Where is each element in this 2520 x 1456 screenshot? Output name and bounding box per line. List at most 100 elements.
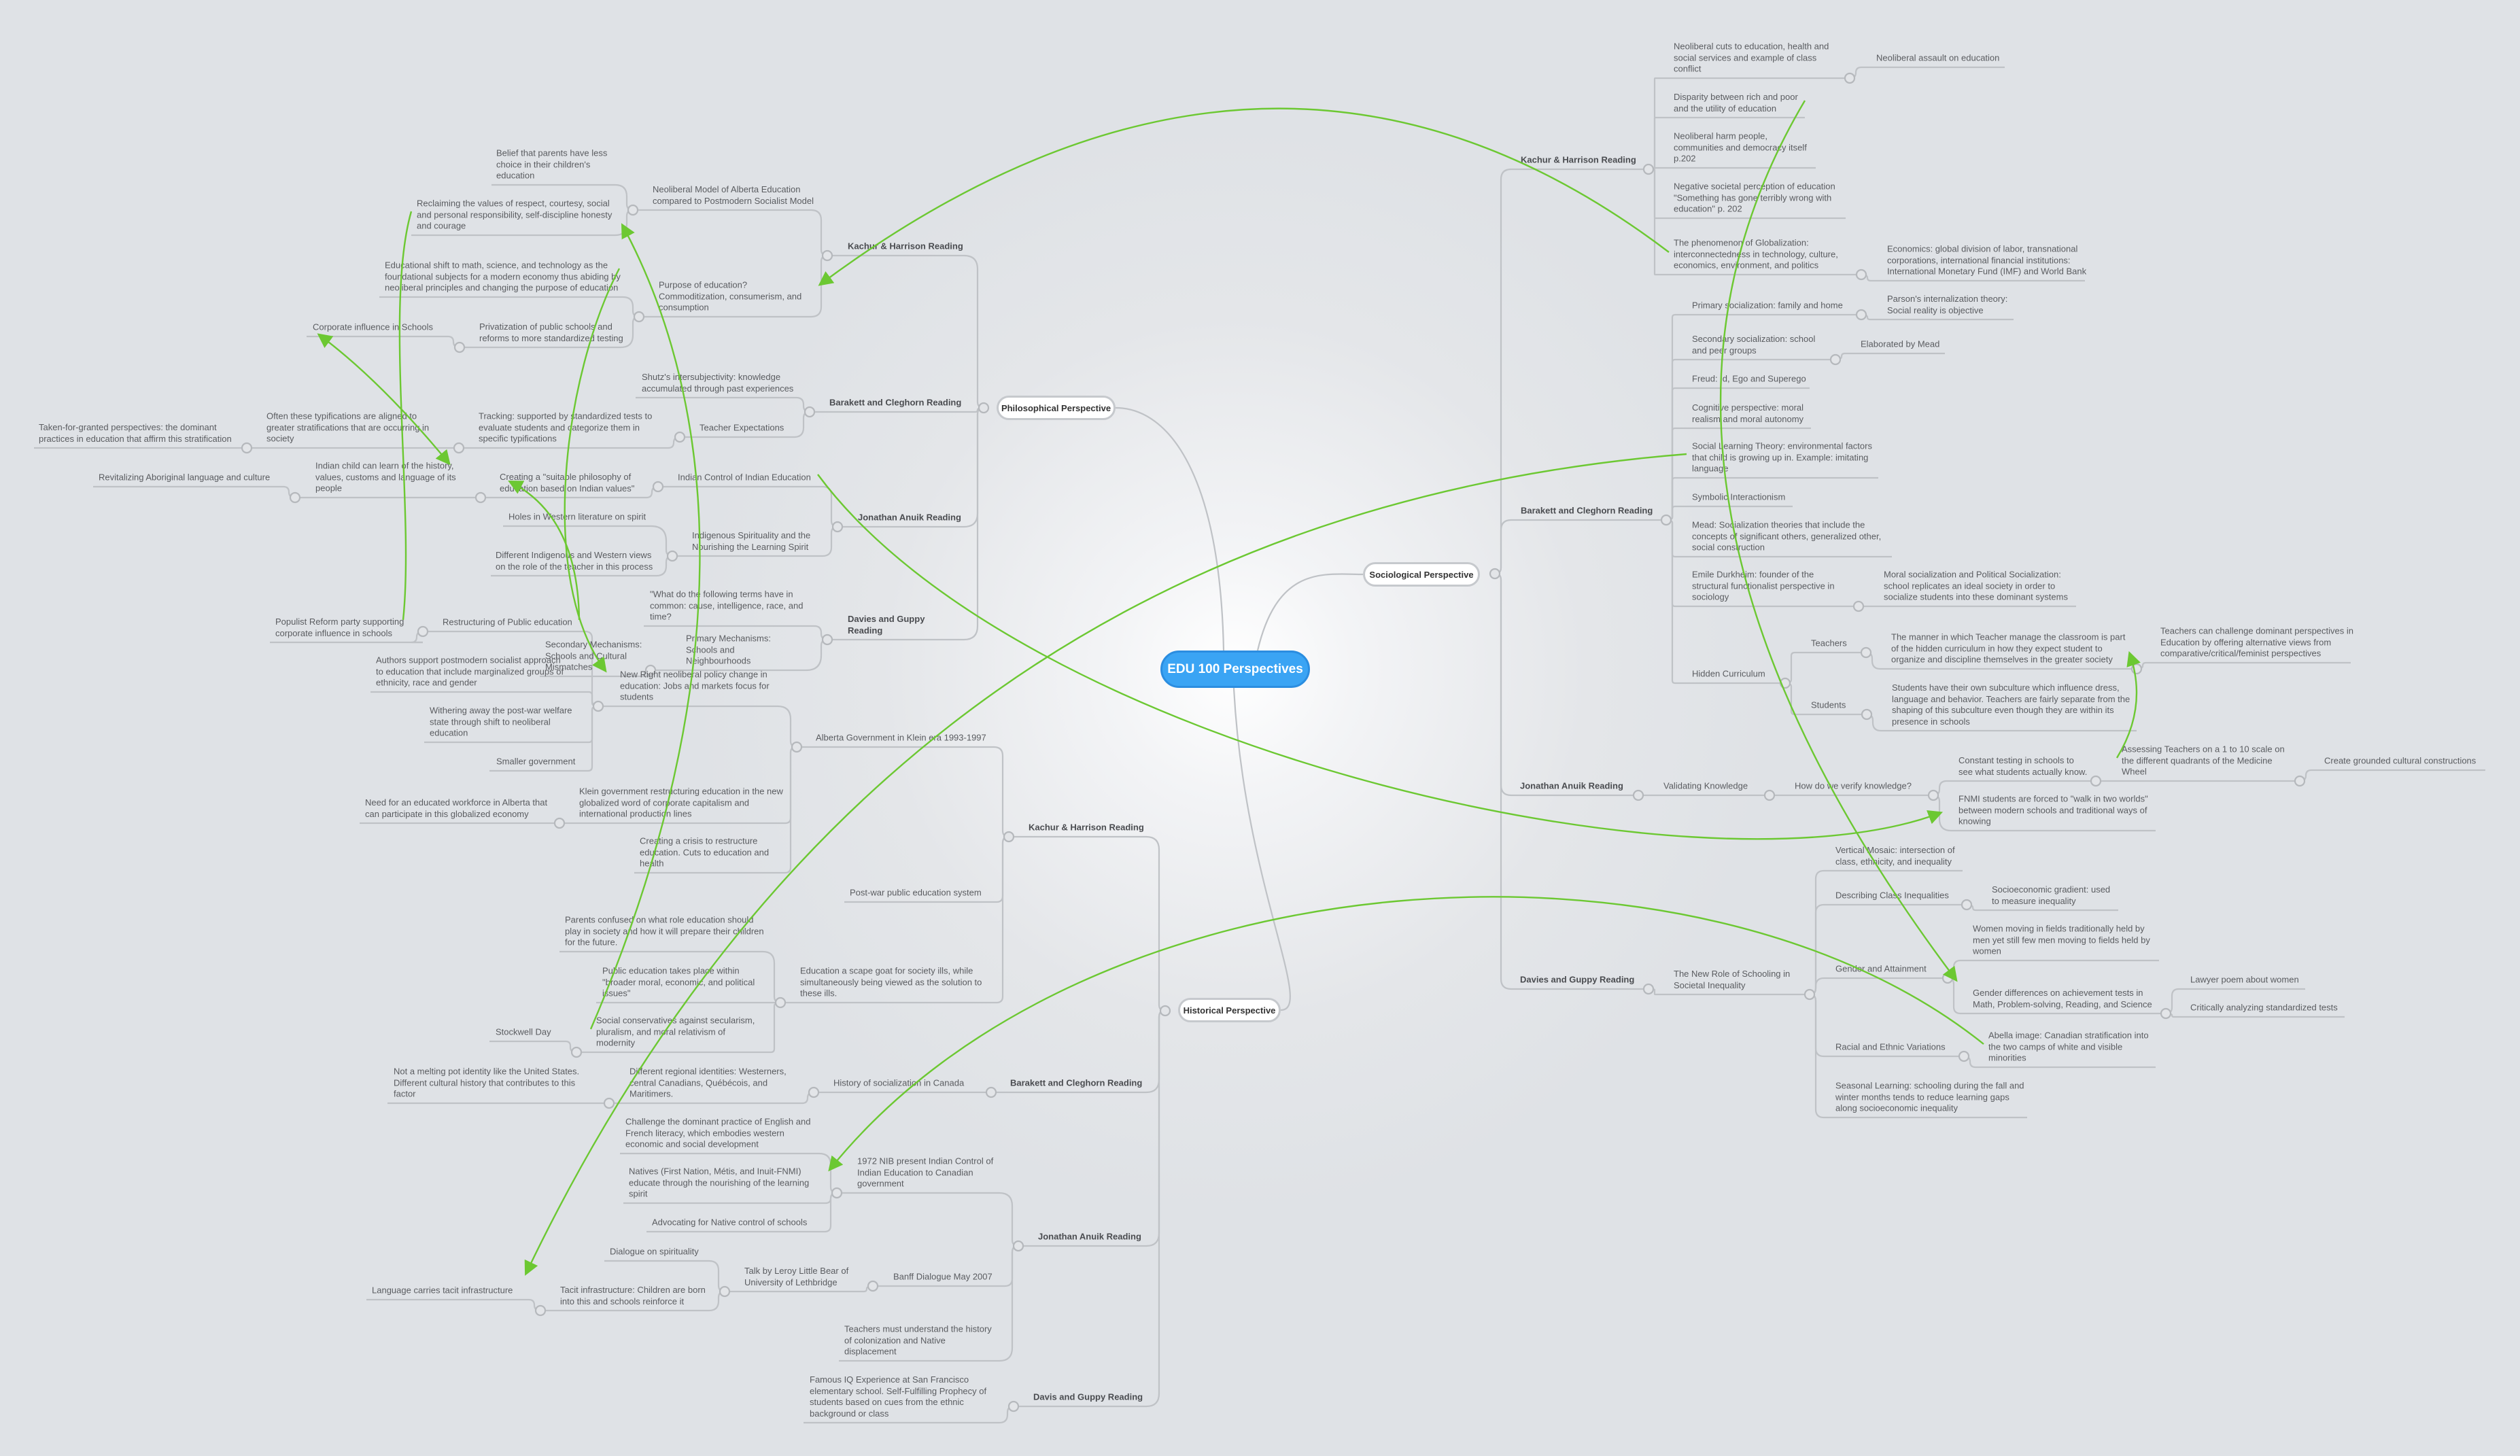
collapse-toggle[interactable] [1642, 163, 1655, 175]
subtopic[interactable]: Public education takes place within "bro… [602, 965, 755, 999]
subtopic[interactable]: Women moving in fields traditionally hel… [1973, 923, 2150, 956]
subtopic[interactable]: The New Role of Schooling in Societal In… [1674, 969, 1791, 990]
collapse-toggle[interactable] [2294, 775, 2306, 787]
reading-topic[interactable]: Davis and Guppy Reading [1033, 1391, 1143, 1402]
reading-topic[interactable]: Barakett and Cleghorn Reading [829, 397, 962, 408]
subtopic[interactable]: Populist Reform party supporting corpora… [275, 617, 404, 638]
collapse-toggle[interactable] [1763, 789, 1776, 801]
subtopic[interactable]: Challenge the dominant practice of Engli… [625, 1116, 811, 1149]
collapse-toggle[interactable] [241, 442, 253, 454]
subtopic[interactable]: Indigenous Spirituality and the Nourishi… [692, 530, 811, 552]
subtopic[interactable]: Privatization of public schools and refo… [479, 322, 623, 343]
collapse-toggle[interactable] [633, 311, 645, 323]
branch-sociological-perspective[interactable]: Sociological Perspective [1363, 562, 1480, 587]
subtopic[interactable]: Social conservatives against secularism,… [596, 1015, 755, 1048]
collapse-toggle[interactable] [1003, 831, 1015, 843]
reading-topic[interactable]: Jonathan Anuik Reading [1520, 780, 1623, 791]
subtopic[interactable]: Parents confused on what role education … [565, 914, 764, 948]
collapse-toggle[interactable] [1489, 568, 1501, 580]
collapse-toggle[interactable] [1642, 983, 1655, 995]
collapse-toggle[interactable] [804, 406, 816, 418]
collapse-toggle[interactable] [1829, 353, 1842, 366]
collapse-toggle[interactable] [1632, 789, 1644, 801]
subtopic[interactable]: Withering away the post-war welfare stat… [430, 705, 572, 738]
collapse-toggle[interactable] [627, 204, 639, 216]
subtopic[interactable]: New Right neoliberal policy change in ed… [620, 669, 770, 702]
collapse-toggle[interactable] [2160, 1007, 2172, 1020]
subtopic[interactable]: Describing Class Inequalities [1835, 890, 1949, 901]
subtopic[interactable]: Constant testing in schools to see what … [1958, 755, 2088, 777]
subtopic[interactable]: Alberta Government in Klein era 1993-199… [816, 732, 986, 743]
reading-topic[interactable]: Kachur & Harrison Reading [1521, 154, 1636, 165]
subtopic[interactable]: The phenomenon of Globalization: interco… [1674, 237, 1838, 271]
collapse-toggle[interactable] [1844, 72, 1856, 84]
collapse-toggle[interactable] [644, 664, 657, 676]
subtopic[interactable]: Neoliberal assault on education [1876, 52, 2000, 63]
subtopic[interactable]: Validating Knowledge [1663, 780, 1748, 791]
collapse-toggle[interactable] [821, 249, 833, 262]
subtopic[interactable]: The manner in which Teacher manage the c… [1891, 631, 2126, 665]
subtopic[interactable]: Teachers must understand the history of … [844, 1323, 992, 1357]
subtopic[interactable]: Education a scape goat for society ills,… [800, 965, 982, 999]
subtopic[interactable]: Parson's internalization theory: Social … [1887, 294, 2008, 315]
collapse-toggle[interactable] [978, 402, 990, 414]
reading-topic[interactable]: Barakett and Cleghorn Reading [1521, 505, 1653, 516]
collapse-toggle[interactable] [1855, 268, 1867, 281]
subtopic[interactable]: Banff Dialogue May 2007 [893, 1271, 993, 1282]
collapse-toggle[interactable] [1855, 309, 1867, 321]
subtopic[interactable]: Dialogue on spirituality [610, 1246, 699, 1257]
subtopic[interactable]: Hidden Curriculum [1692, 668, 1765, 679]
collapse-toggle[interactable] [553, 817, 566, 829]
collapse-toggle[interactable] [1958, 1050, 1970, 1062]
collapse-toggle[interactable] [831, 521, 844, 533]
subtopic[interactable]: Post-war public education system [850, 887, 982, 898]
subtopic[interactable]: Moral socialization and Political Social… [1884, 569, 2068, 602]
subtopic[interactable]: "What do the following terms have in com… [650, 589, 804, 622]
collapse-toggle[interactable] [1660, 514, 1672, 526]
subtopic[interactable]: Advocating for Native control of schools [652, 1217, 808, 1228]
subtopic[interactable]: Negative societal perception of educatio… [1674, 181, 1835, 214]
reading-topic[interactable]: Kachur & Harrison Reading [848, 241, 963, 252]
collapse-toggle[interactable] [289, 491, 301, 504]
subtopic[interactable]: Emile Durkheim: founder of the structura… [1692, 569, 1835, 602]
reading-topic[interactable]: Jonathan Anuik Reading [858, 512, 961, 523]
subtopic[interactable]: Tracking: supported by standardized test… [479, 411, 653, 444]
subtopic[interactable]: 1972 NIB present Indian Control of India… [857, 1156, 994, 1189]
subtopic[interactable]: Lawyer poem about women [2190, 974, 2299, 985]
collapse-toggle[interactable] [1860, 646, 1872, 659]
collapse-toggle[interactable] [474, 491, 487, 504]
subtopic[interactable]: Shutz's intersubjectivity: knowledge acc… [642, 372, 794, 394]
subtopic[interactable]: Create grounded cultural constructions [2324, 755, 2476, 766]
collapse-toggle[interactable] [570, 1046, 583, 1058]
subtopic[interactable]: Teachers can challenge dominant perspect… [2160, 625, 2354, 659]
subtopic[interactable]: Famous IQ Experience at San Francisco el… [810, 1374, 987, 1419]
subtopic[interactable]: Talk by Leroy Little Bear of University … [744, 1266, 849, 1287]
collapse-toggle[interactable] [1927, 789, 1939, 801]
subtopic[interactable]: Seasonal Learning: schooling during the … [1835, 1080, 2024, 1113]
subtopic[interactable]: Tacit infrastructure: Children are born … [560, 1285, 706, 1306]
subtopic[interactable]: History of socialization in Canada [833, 1077, 965, 1088]
collapse-toggle[interactable] [652, 481, 664, 493]
subtopic[interactable]: Educational shift to math, science, and … [385, 260, 621, 293]
subtopic[interactable]: Economics: global division of labor, tra… [1887, 243, 2087, 277]
branch-philosophical-perspective[interactable]: Philosophical Perspective [997, 396, 1116, 420]
collapse-toggle[interactable] [534, 1304, 547, 1317]
subtopic[interactable]: Neoliberal Model of Alberta Education co… [653, 184, 814, 206]
subtopic[interactable]: Students have their own subculture which… [1892, 682, 2130, 727]
collapse-toggle[interactable] [719, 1285, 731, 1298]
subtopic[interactable]: Socioeconomic gradient: used to measure … [1992, 884, 2111, 906]
subtopic[interactable]: Not a melting pot identity like the Unit… [394, 1066, 580, 1099]
subtopic[interactable]: FNMI students are forced to "walk in two… [1958, 793, 2148, 827]
subtopic[interactable]: Racial and Ethnic Variations [1835, 1041, 1946, 1052]
collapse-toggle[interactable] [603, 1097, 615, 1109]
collapse-toggle[interactable] [1803, 988, 1816, 1001]
subtopic[interactable]: Assessing Teachers on a 1 to 10 scale on… [2122, 744, 2285, 777]
subtopic[interactable]: Smaller government [496, 756, 576, 767]
subtopic[interactable]: Restructuring of Public education [443, 617, 572, 627]
collapse-toggle[interactable] [666, 550, 678, 562]
subtopic[interactable]: Secondary socialization: school and peer… [1692, 334, 1816, 356]
subtopic[interactable]: Need for an educated workforce in Albert… [365, 797, 548, 819]
subtopic[interactable]: Elaborated by Mead [1861, 339, 1940, 349]
subtopic[interactable]: Abella image: Canadian stratification in… [1988, 1030, 2149, 1063]
subtopic[interactable]: Creating a crisis to restructure educati… [640, 835, 770, 869]
